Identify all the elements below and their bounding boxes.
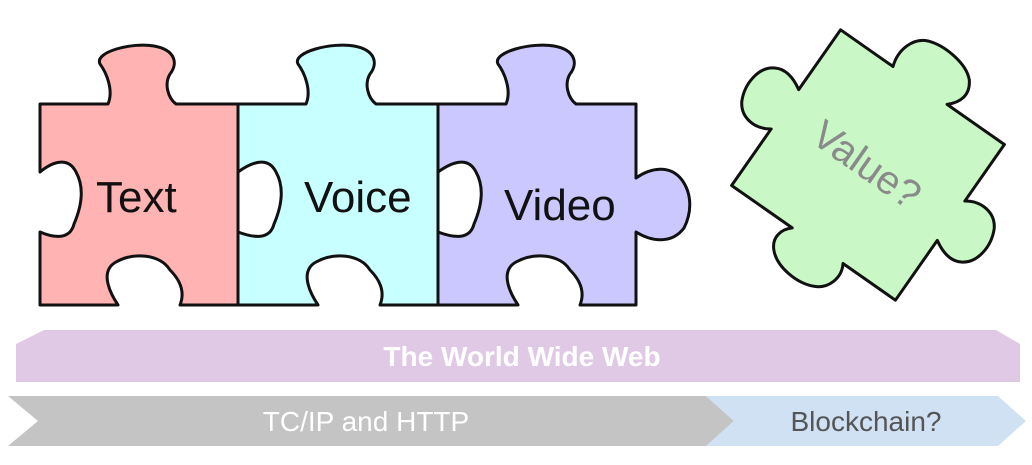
band-tcp-http: TC/IP and HTTP [8,396,734,446]
puzzle-label-voice: Voice [304,173,412,222]
band-blockchain-label: Blockchain? [791,406,942,437]
puzzle-piece-voice: Voice [236,43,440,307]
band-tcp-http-shape [8,396,734,446]
puzzle-piece-video: Video [436,43,692,307]
puzzle-piece-voice-shape [236,43,440,307]
puzzle-label-text: Text [96,173,177,222]
band-tcp-http-label: TC/IP and HTTP [263,406,469,437]
puzzle-piece-text-shape [38,43,240,307]
band-world-wide-web-shape [16,330,1020,382]
band-world-wide-web: The World Wide Web [16,330,1020,382]
puzzle-piece-text: Text [38,43,240,307]
puzzle-label-video: Video [504,181,616,230]
band-world-wide-web-label: The World Wide Web [383,341,660,372]
puzzle-piece-value-shape [730,28,1006,302]
puzzle-piece-video-shape [436,43,692,307]
puzzle-piece-value: Value? [730,28,1006,302]
band-blockchain-shape [706,396,1026,446]
band-blockchain: Blockchain? [706,396,1026,446]
